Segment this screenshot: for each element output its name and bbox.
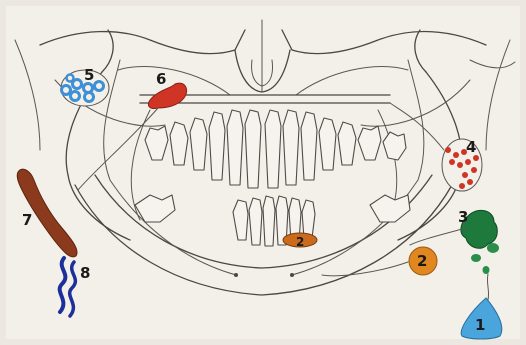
- label-5: 5: [84, 66, 94, 84]
- label-4: 4: [466, 138, 476, 156]
- label-1: 1: [475, 316, 485, 334]
- mental-foramen-left: [234, 273, 238, 277]
- label-2-right: 2: [417, 252, 427, 270]
- label-3: 3: [458, 208, 468, 226]
- label-8: 8: [80, 264, 90, 282]
- mental-foramen-right: [290, 273, 294, 277]
- label-7: 7: [22, 211, 32, 229]
- label-6: 6: [156, 70, 166, 88]
- label-2-center: 2: [296, 235, 304, 249]
